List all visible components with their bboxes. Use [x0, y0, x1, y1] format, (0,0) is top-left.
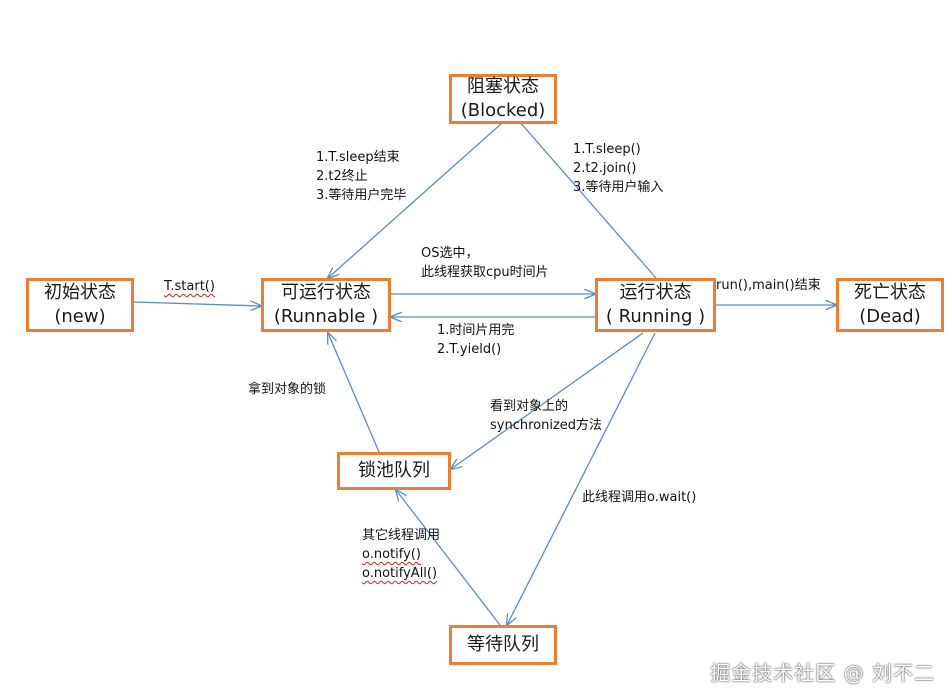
label-line: 3.等待用户输入: [573, 180, 664, 195]
state-dead: 死亡状态 (Dead): [836, 278, 944, 332]
label-line: 其它线程调用: [362, 528, 441, 543]
state-running-code: ( Running ): [605, 306, 706, 327]
label-running-to-wait: 此线程调用o.wait(): [582, 488, 696, 507]
label-line: synchronized方法: [490, 418, 603, 433]
label-running-to-lock: 看到对象上的 synchronized方法: [490, 397, 602, 435]
arrow-blocked-to-runnable: [328, 122, 503, 278]
label-line: o.notify(): [362, 547, 421, 562]
label-runnable-to-running: OS选中， 此线程获取cpu时间片: [421, 244, 549, 282]
state-runnable: 可运行状态 (Runnable ): [261, 278, 391, 332]
label-line: 2.t2终止: [316, 169, 368, 184]
state-runnable-name: 可运行状态: [281, 281, 371, 303]
state-running: 运行状态 ( Running ): [595, 278, 716, 332]
state-running-name: 运行状态: [619, 281, 692, 303]
state-runnable-code: (Runnable ): [273, 306, 379, 327]
arrow-new-to-runnable: [133, 302, 261, 306]
arrow-running-to-blocked: [505, 105, 657, 279]
state-new-code: (new): [54, 306, 106, 327]
state-new: 初始状态 (new): [26, 278, 134, 332]
state-blocked-name: 阻塞状态: [467, 75, 539, 97]
state-dead-code: (Dead): [859, 306, 921, 327]
arrow-running-to-lock: [451, 332, 644, 469]
label-wait-to-lock: 其它线程调用 o.notify() o.notifyAll(): [362, 526, 440, 583]
state-new-name: 初始状态: [44, 281, 116, 303]
state-lock-pool: 锁池队列: [337, 452, 451, 490]
state-lock-pool-name: 锁池队列: [358, 459, 430, 481]
label-running-to-blocked: 1.T.sleep() 2.t2.join() 3.等待用户输入: [573, 140, 663, 197]
state-blocked: 阻塞状态 (Blocked): [449, 74, 557, 124]
state-wait-queue-name: 等待队列: [467, 633, 539, 655]
state-dead-name: 死亡状态: [854, 281, 926, 303]
label-line: 3.等待用户完毕: [316, 188, 407, 203]
label-line: 1.T.sleep结束: [316, 150, 400, 165]
label-line: run(),main()结束: [716, 278, 821, 293]
label-line: 看到对象上的: [490, 399, 569, 414]
label-new-to-runnable: T.start(): [164, 277, 215, 296]
label-line: 1.时间片用完: [437, 323, 515, 338]
label-running-to-dead: run(),main()结束: [716, 276, 821, 295]
label-line: 此线程调用o.wait(): [582, 490, 697, 505]
label-blocked-to-runnable: 1.T.sleep结束 2.t2终止 3.等待用户完毕: [316, 148, 406, 205]
label-line: T.start(): [164, 279, 215, 294]
state-wait-queue: 等待队列: [449, 625, 557, 665]
arrow-lock-to-runnable: [328, 333, 380, 453]
watermark: 掘金技术社区 @ 刘不二: [710, 661, 935, 685]
label-line: 拿到对象的锁: [248, 382, 327, 397]
label-line: OS选中，: [421, 246, 479, 261]
arrow-wait-to-lock: [396, 490, 501, 626]
label-line: o.notifyAll(): [362, 566, 438, 581]
arrow-running-to-wait: [507, 332, 656, 625]
label-line: 1.T.sleep(): [573, 142, 641, 157]
label-line: 此线程获取cpu时间片: [421, 265, 549, 280]
label-line: 2.T.yield(): [437, 342, 502, 357]
label-running-to-runnable: 1.时间片用完 2.T.yield(): [437, 321, 514, 359]
label-line: 2.t2.join(): [573, 161, 637, 176]
label-lock-to-runnable: 拿到对象的锁: [248, 380, 326, 399]
state-blocked-code: (Blocked): [460, 100, 546, 121]
